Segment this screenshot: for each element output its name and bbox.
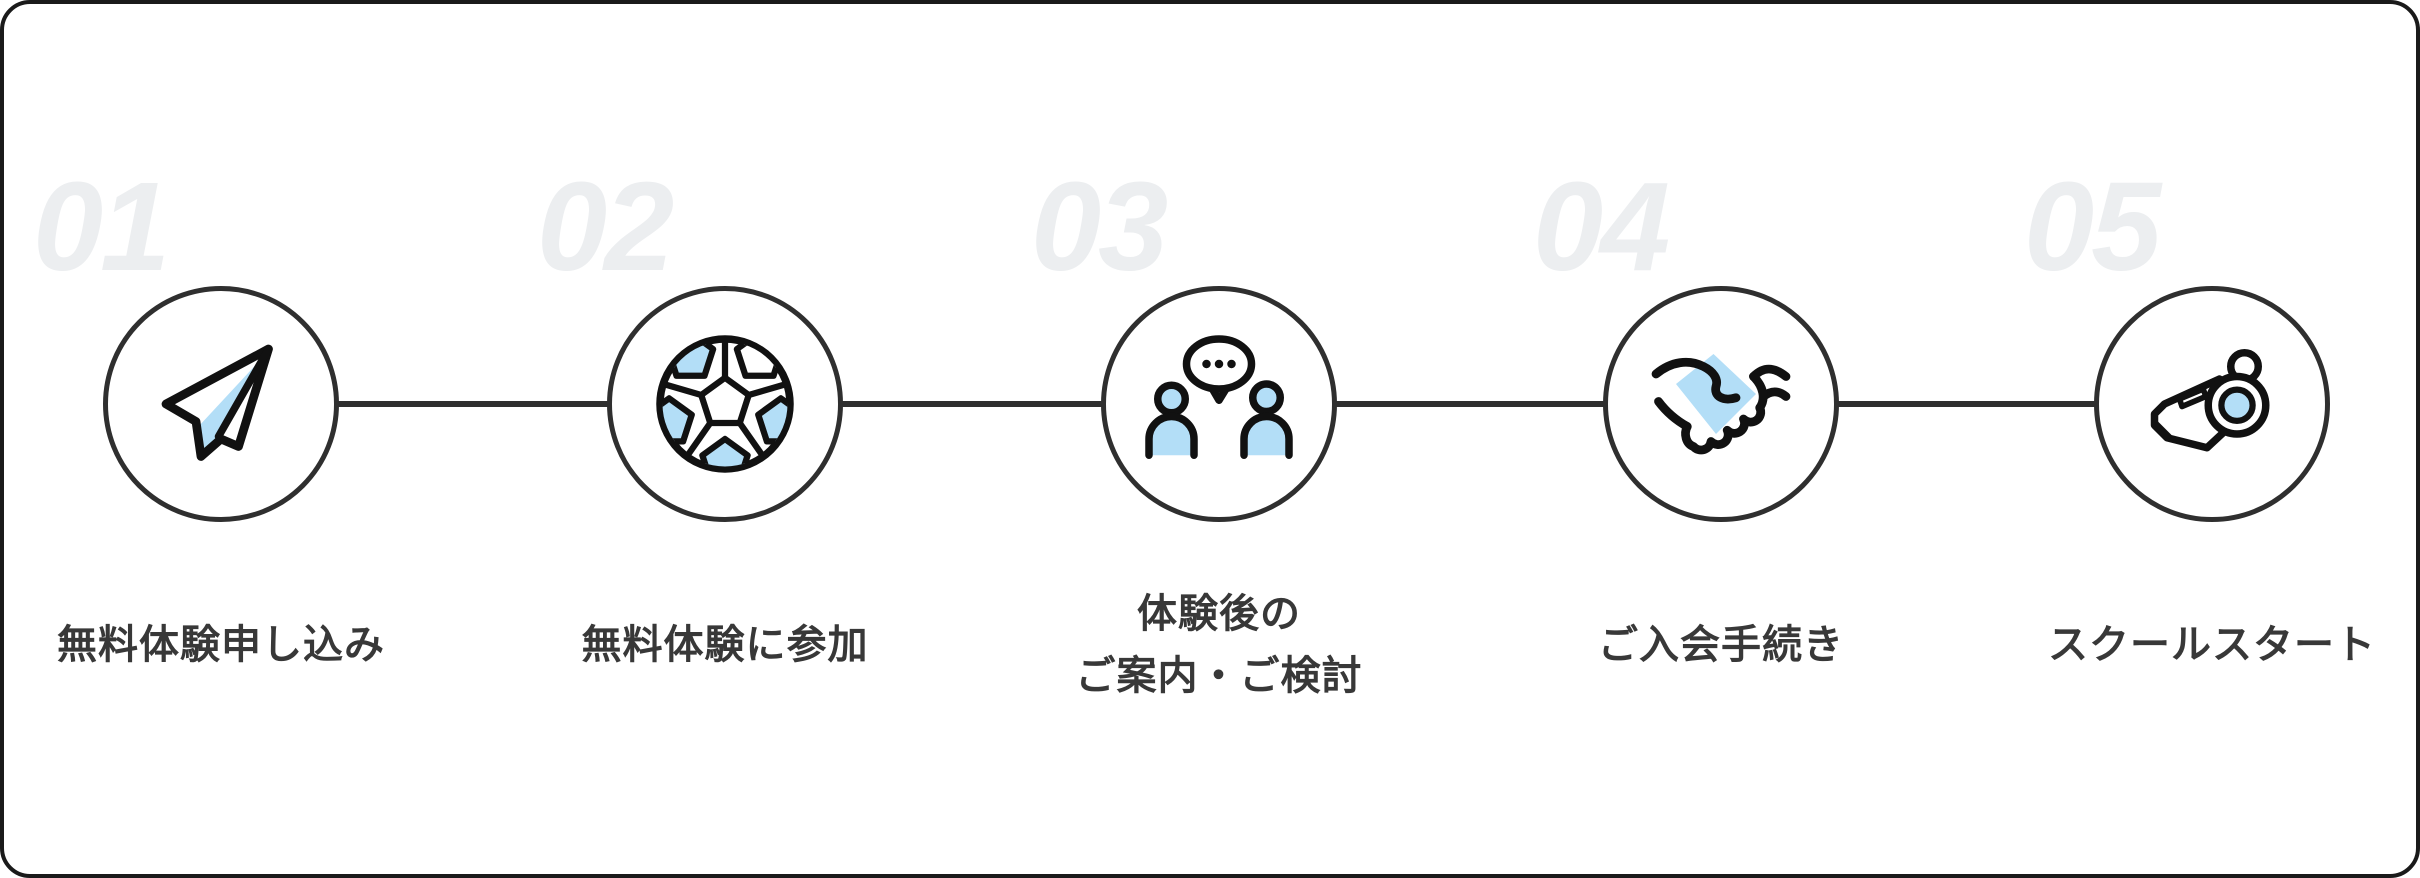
step-4: 04 ご入会手続き (1531, 4, 1911, 874)
whistle-icon (2150, 349, 2270, 452)
step-5: 05 スクールスタート (2022, 4, 2402, 874)
step-label: ご入会手続き (1598, 623, 1844, 667)
step-label: 無料体験に参加 (581, 623, 869, 667)
step-label: 体験後の ご案内・ご検討 (1075, 592, 1363, 698)
step-2-circle (607, 286, 843, 522)
step-label: 無料体験申し込み (57, 623, 385, 667)
step-label: スクールスタート (2048, 623, 2376, 667)
step-number: 01 (33, 156, 170, 297)
conversation-icon (1145, 335, 1293, 459)
soccer-ball-icon (656, 335, 794, 473)
paper-plane-icon (161, 344, 273, 461)
step-1-circle (103, 286, 339, 522)
step-number: 05 (2024, 156, 2161, 297)
handshake-icon (1651, 354, 1791, 455)
step-1: 01 無料体験申し込み (31, 4, 411, 874)
step-number: 02 (537, 156, 674, 297)
step-number: 04 (1533, 156, 1670, 297)
step-number: 03 (1031, 156, 1168, 297)
step-2: 02 (535, 4, 915, 874)
step-5-circle (2094, 286, 2330, 522)
step-4-circle (1603, 286, 1839, 522)
step-3: 03 体験後の ご案内・ご検討 (1029, 4, 1409, 874)
step-3-circle (1101, 286, 1337, 522)
